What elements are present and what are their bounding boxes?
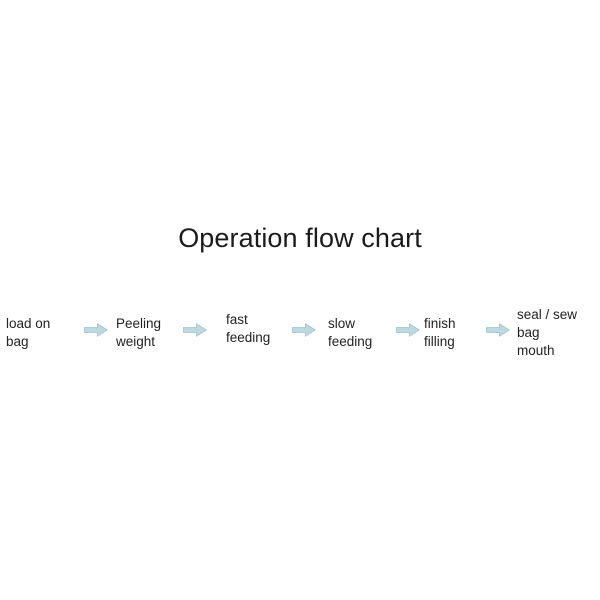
right-block-arrow-icon — [292, 323, 316, 337]
flow-step-load-on-bag[interactable]: load on bag — [6, 316, 51, 349]
flow-step-peeling-weight[interactable]: Peeling weight — [116, 316, 162, 349]
flow-step-finish-filling[interactable]: finish filling — [424, 316, 456, 349]
flow-chart-row: load on bag Peeling weight fast feeding … — [0, 300, 600, 370]
right-block-arrow-icon — [84, 323, 108, 337]
page-title: Operation flow chart — [178, 223, 422, 253]
right-block-arrow-icon — [486, 323, 510, 337]
flow-step-fast-feeding[interactable]: fast feeding — [226, 312, 271, 345]
flow-step-slow-feeding[interactable]: slow feeding — [328, 316, 373, 349]
right-block-arrow-icon — [396, 323, 420, 337]
right-block-arrow-icon — [183, 323, 207, 337]
flow-step-seal-sew-bag-mouth[interactable]: seal / sew bag mouth — [517, 307, 578, 358]
